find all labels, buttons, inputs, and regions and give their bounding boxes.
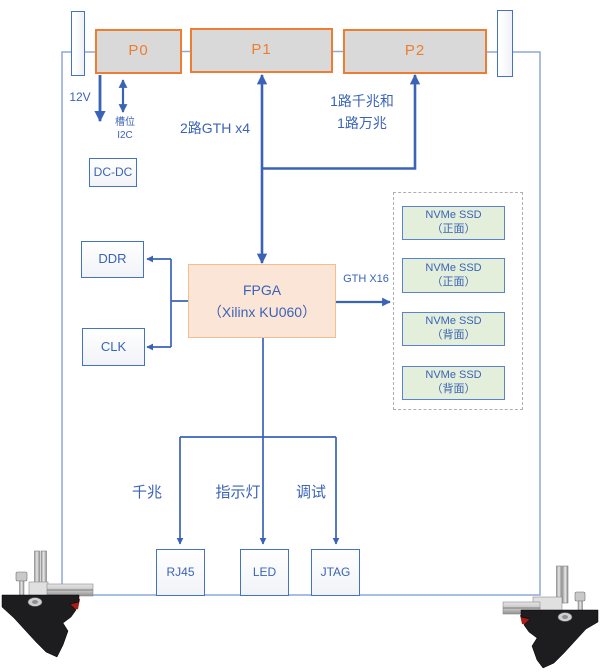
led-block: LED [240, 549, 289, 596]
ssd-1-line1: NVMe SSD [425, 209, 482, 222]
label-indicator: 指示灯 [215, 484, 261, 501]
handle-lever [1, 594, 80, 658]
wire-bottom-stem [180, 338, 336, 438]
label-debug: 调试 [295, 484, 326, 501]
card-guide-right [497, 10, 513, 77]
label-gth-ssd: GTH X16 [343, 273, 389, 285]
ssd-1-line2: （正面） [431, 223, 476, 235]
handle-screw-post [562, 565, 569, 604]
dcdc-label: DC-DC [93, 165, 133, 179]
handle-pivot-center [562, 615, 568, 619]
label-p2-link-line1: 1路千兆和 [330, 93, 394, 109]
led-label: LED [252, 565, 277, 579]
ssd-block-3: NVMe SSD （背面） [402, 312, 505, 346]
handle-screw-post [34, 550, 40, 588]
jtag-block: JTAG [311, 549, 360, 596]
ssd-4-line2: （背面） [431, 383, 476, 395]
handle-screw-shaft [19, 580, 25, 597]
dcdc-block: DC-DC [89, 158, 137, 187]
connector-p0-label: P0 [128, 42, 149, 60]
handle-screw-head [15, 571, 28, 582]
connector-p1: P1 [190, 28, 333, 73]
handle-screw-head [574, 591, 586, 602]
fpga-block: FPGA （Xilinx KU060） [188, 264, 336, 338]
ejector-handle-left [1, 550, 94, 658]
ssd-2-line1: NVMe SSD [425, 261, 482, 274]
label-gigabit: 千兆 [131, 484, 162, 501]
fpga-label-line2: （Xilinx KU060） [207, 304, 317, 320]
wire-fpga-left-stem [170, 259, 188, 347]
label-slot: 槽位 [115, 117, 135, 128]
clk-label: CLK [100, 338, 127, 354]
ssd-3-line1: NVMe SSD [425, 315, 482, 328]
connector-p2: P2 [343, 29, 487, 74]
label-p2-link: 1路千兆和 1路万兆 [316, 91, 408, 134]
ssd-3-line2: （背面） [431, 329, 476, 341]
label-i2c: I2C [117, 130, 133, 141]
handle-lever [520, 609, 599, 669]
rj45-block: RJ45 [156, 549, 205, 596]
ddr-label: DDR [98, 251, 127, 267]
handle-pivot-center [32, 600, 38, 604]
fpga-label-line1: FPGA [242, 281, 282, 298]
connector-p0: P0 [95, 29, 182, 74]
ddr-block: DDR [81, 241, 144, 278]
jtag-label: JTAG [320, 565, 351, 579]
wire-fpga-p2 [262, 73, 421, 170]
ssd-2-line2: （正面） [431, 275, 476, 288]
ssd-block-2: NVMe SSD （正面） [402, 258, 505, 293]
ejector-handle-right [502, 565, 599, 669]
label-12v: 12V [69, 90, 91, 104]
rj45-label: RJ45 [166, 565, 195, 579]
ssd-block-4: NVMe SSD （背面） [402, 366, 505, 400]
connector-p2-label: P2 [404, 42, 426, 60]
label-gth-p1: 2路GTH x4 [179, 120, 250, 136]
clk-block: CLK [82, 328, 145, 366]
connector-p1-label: P1 [251, 41, 272, 59]
card-guide-left [71, 11, 85, 76]
label-p2-link-line2: 1路万兆 [337, 114, 387, 131]
handle-screw-post [40, 550, 47, 588]
ssd-block-1: NVMe SSD （正面） [402, 206, 505, 240]
board-outline [61, 50, 541, 596]
label-slot-i2c: 槽位 I2C [108, 116, 142, 142]
ssd-4-line1: NVMe SSD [425, 369, 482, 382]
